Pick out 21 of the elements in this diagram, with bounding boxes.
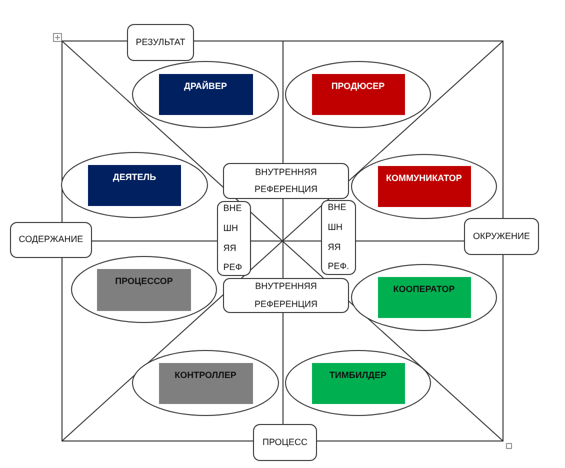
role-tile: КОНТРОЛЛЕР (158, 362, 252, 404)
reference-box: ВНЕ ШН ЯЯ РЕФ (217, 201, 251, 276)
role-tile: ДРАЙВЕР (158, 74, 252, 115)
label-box: СОДЕРЖАНИЕ (10, 222, 92, 258)
label-box: ПРОЦЕСС (253, 424, 317, 461)
ellipse-shape (351, 154, 497, 219)
role-tile: ПРОДЮСЕР (312, 74, 404, 115)
connector-line (92, 240, 218, 242)
role-tile: ПРОЦЕССОР (97, 268, 191, 310)
label-box: ВНУТРЕННЯЯ РЕФЕРЕНЦИЯ (223, 163, 349, 199)
reference-box: ВНЕ ШН ЯЯ РЕФ. (321, 200, 356, 275)
ellipse-shape (71, 256, 217, 323)
role-tile: КООПЕРАТОР (378, 277, 470, 318)
label-box: ВНУТРЕННЯЯ РЕФЕРЕНЦИЯ (223, 278, 349, 313)
connector-line (250, 240, 322, 242)
role-tile: ТИМБИЛДЕР (312, 362, 404, 404)
label-box: РЕЗУЛЬТАТ (127, 24, 194, 61)
role-tile: ДЕЯТЕЛЬ (88, 164, 181, 206)
connector-line (356, 240, 464, 242)
role-tile: КОММУНИКАТОР (378, 166, 470, 207)
label-box: ОКРУЖЕНИЕ (464, 218, 539, 255)
